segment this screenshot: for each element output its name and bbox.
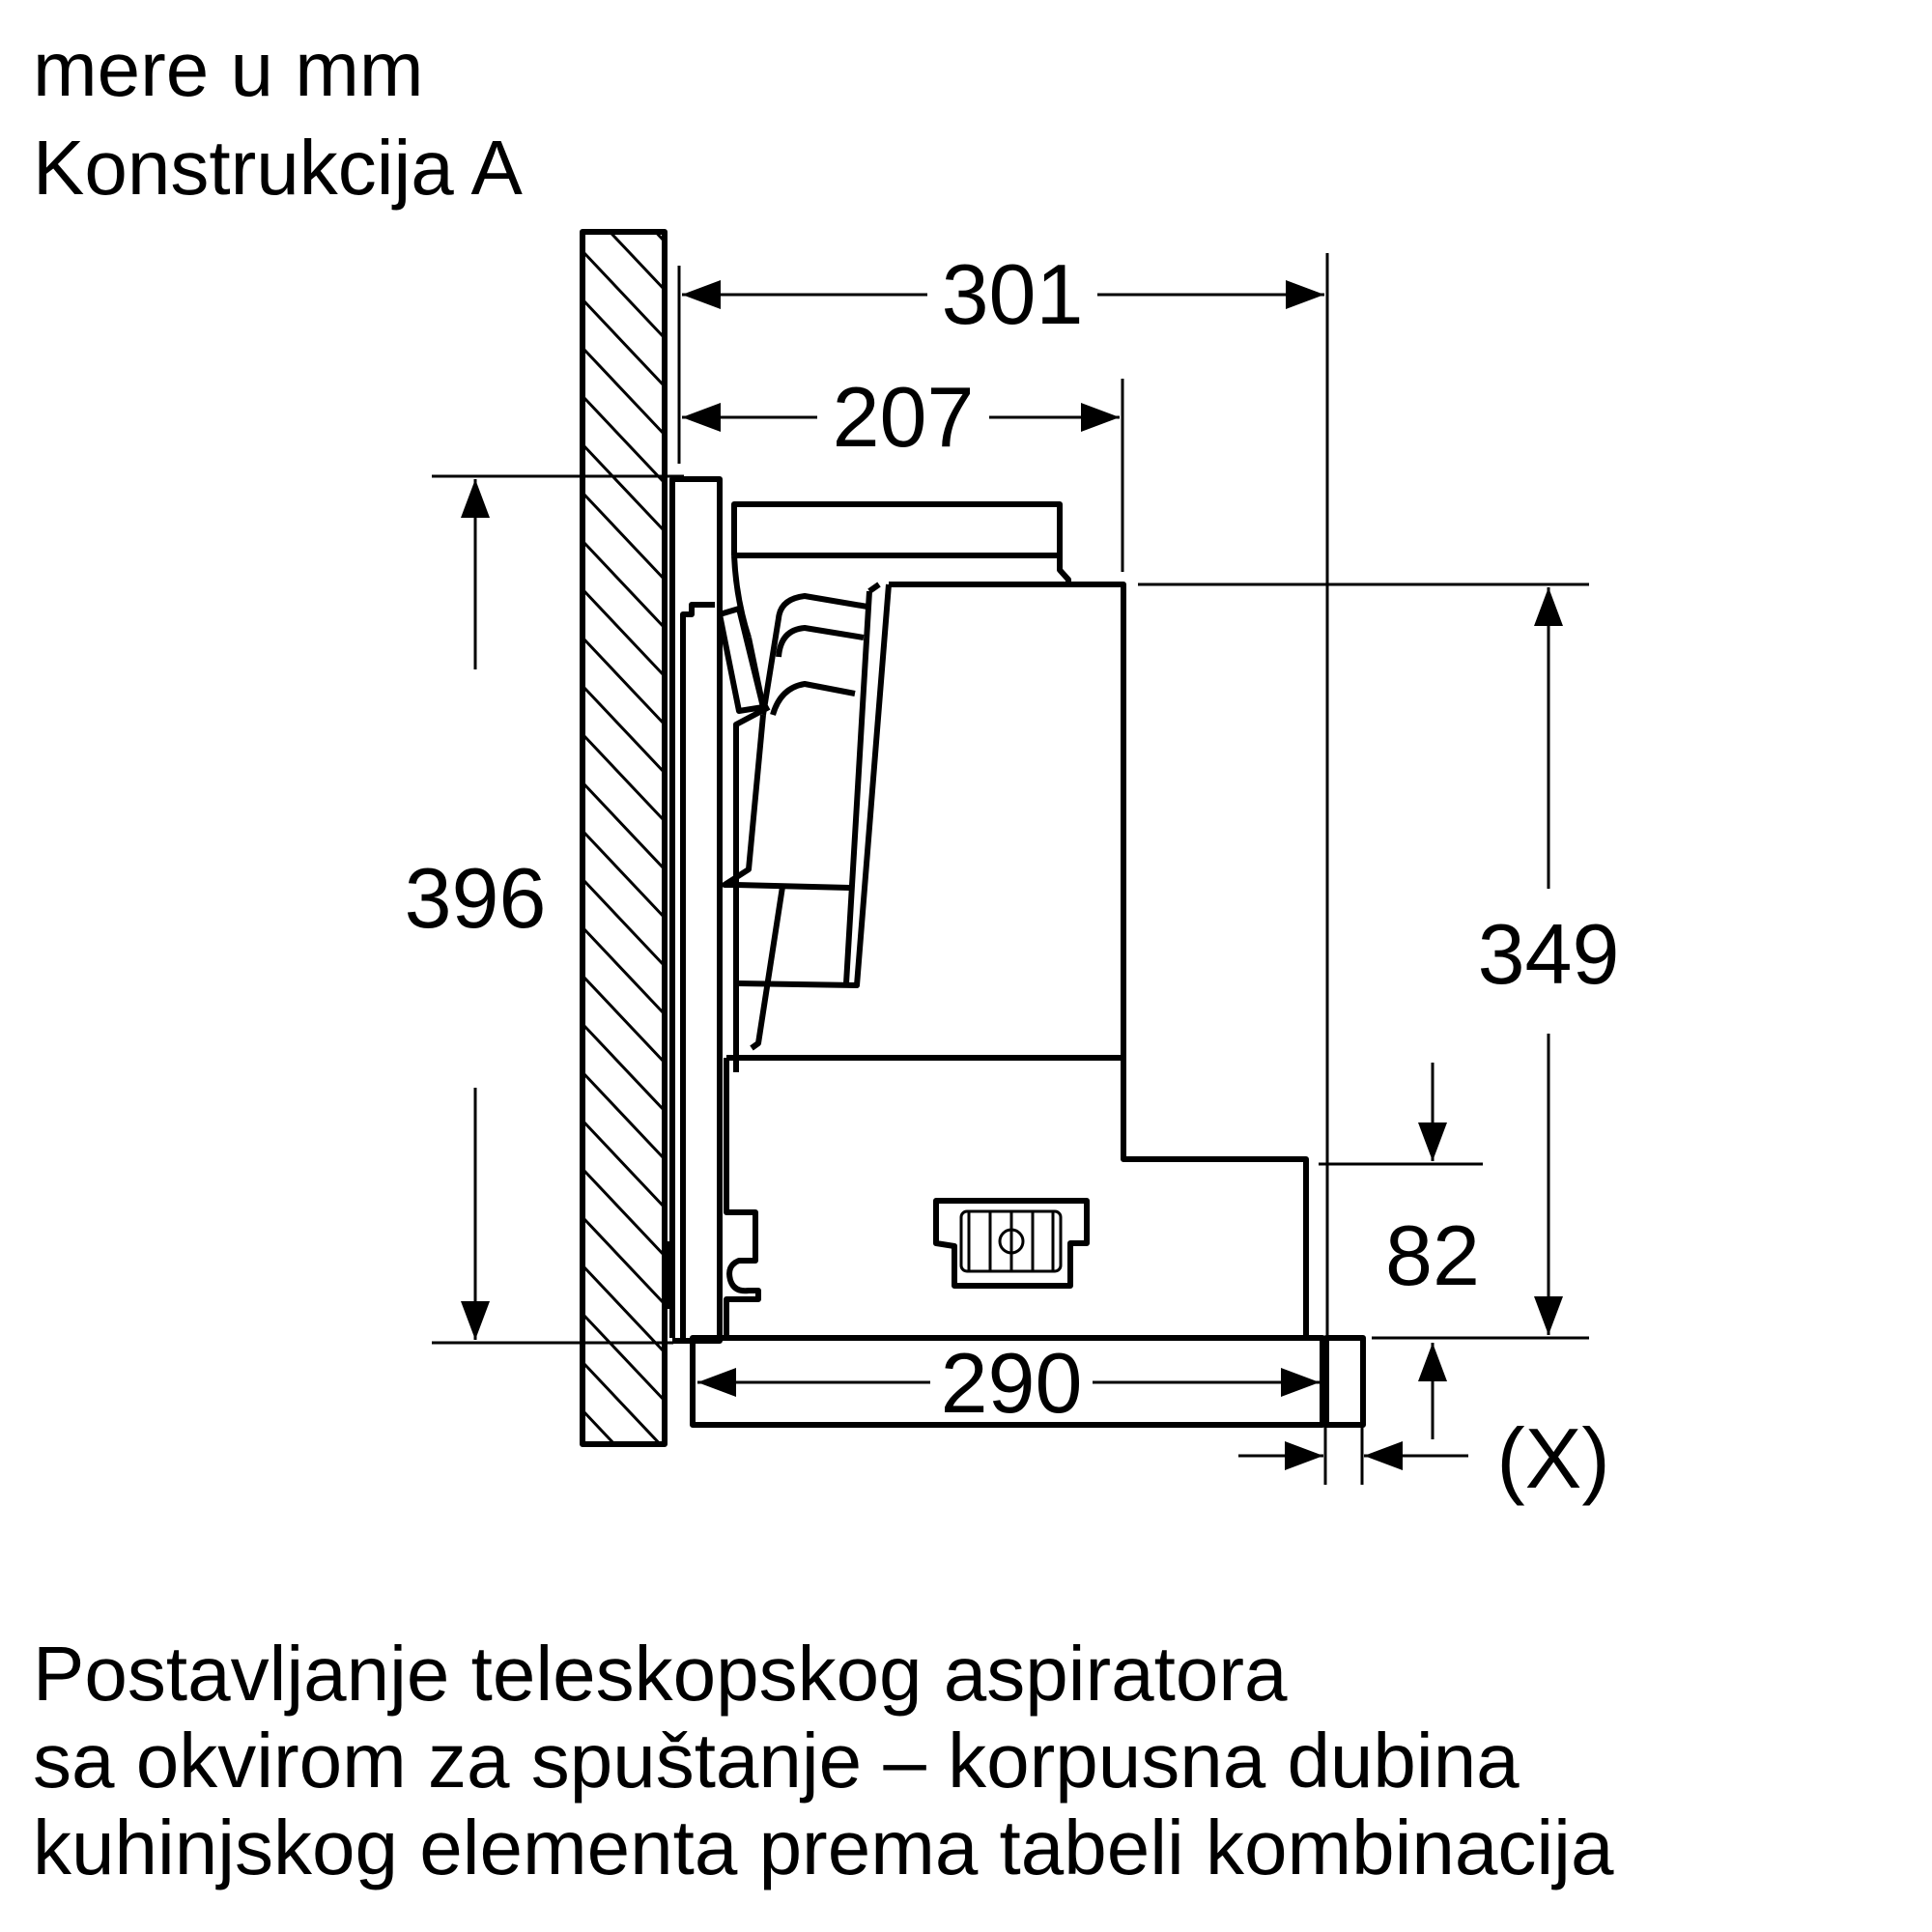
dimension-arrows (461, 280, 1563, 1470)
control-unit-icon (933, 1198, 1090, 1289)
bottom-frame (690, 1335, 1366, 1428)
caption: Postavljanje teleskopskog aspiratora sa … (33, 1631, 1613, 1891)
dim-frame-width: 290 (941, 1335, 1083, 1431)
hood-upper-body (717, 501, 1126, 1072)
hood-lower-body (724, 1055, 1309, 1338)
construction-label: Konstrukcija A (33, 125, 523, 211)
extension-lines (432, 253, 1589, 1485)
caption-line-3: kuhinjskog elementa prema tabeli kombina… (33, 1804, 1614, 1890)
dim-upper-depth: 207 (833, 369, 975, 465)
caption-line-2: sa okvirom za spuštanje – korpusna dubin… (33, 1718, 1520, 1804)
caption-line-1: Postavljanje teleskopskog aspiratora (33, 1631, 1288, 1717)
dim-hood-height: 349 (1478, 906, 1620, 1002)
dim-overall-height: 396 (405, 850, 547, 946)
dim-lower-step-height: 82 (1385, 1208, 1480, 1303)
dim-total-depth: 301 (942, 246, 1084, 342)
wall-section (580, 229, 668, 1447)
dim-gap-x: (X) (1496, 1410, 1609, 1506)
units-note: mere u mm (33, 26, 424, 112)
lowering-frame (667, 476, 723, 1344)
